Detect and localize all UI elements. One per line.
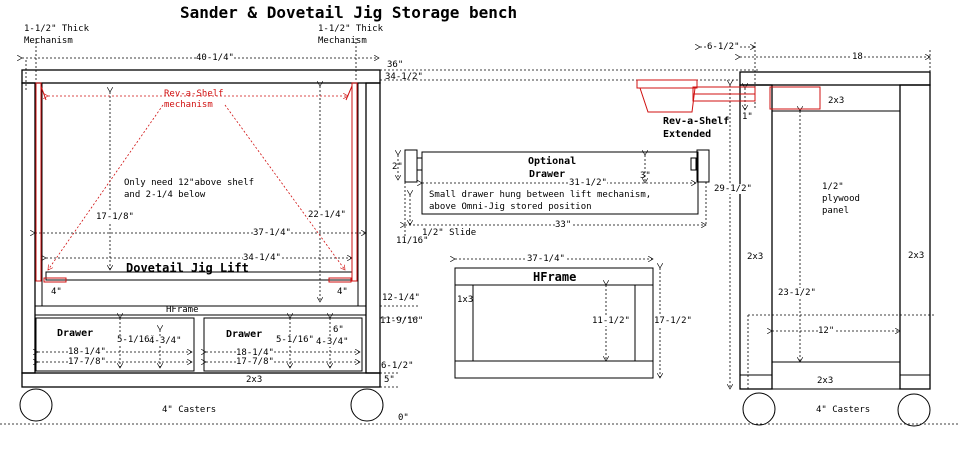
hframe-1x3-label: 1x3	[457, 295, 474, 305]
dim-4-left: 4"	[51, 287, 62, 297]
dim-side-18: 18	[852, 52, 863, 63]
rev-shelf-label-2: mechanism	[164, 100, 213, 110]
front-top	[21, 69, 381, 84]
casters-front-label: 4" Casters	[162, 405, 217, 415]
dim-side-1: 1"	[742, 112, 753, 122]
dim-11-16: 11/16"	[396, 236, 429, 246]
rev-shelf-label-1: Rev-a-Shelf	[164, 89, 224, 99]
dim-34-5: 34-1/2"	[385, 72, 423, 82]
front-bottom-2x3	[21, 372, 381, 388]
dim-12-1-4: 12-1/4"	[382, 293, 420, 303]
side-2x3-top-label: 2x3	[828, 96, 845, 106]
page-title: Sander & Dovetail Jig Storage bench	[180, 3, 518, 22]
dim-11-1-2: 11-1/2"	[592, 316, 630, 327]
slide-label: 1/2" Slide	[422, 228, 477, 238]
dim-17-1-2: 17-1/2"	[654, 316, 692, 327]
front-right-post	[365, 82, 381, 374]
dim-5-1-16-left: 5-1/16"	[117, 335, 155, 346]
small-drawer-note-2: above Omni-Jig stored position	[429, 202, 592, 212]
drawer-left-box	[35, 317, 195, 372]
dim-17-7-8-right: 17-7/8"	[236, 357, 274, 368]
drawer-right-box	[203, 317, 363, 372]
rev-shelf-right-arm	[351, 82, 358, 282]
small-drawer-note-1: Small drawer hung between lift mechanism…	[429, 190, 652, 200]
casters-side-label: 4" Casters	[816, 405, 871, 415]
dim-17-1-8: 17-1/8"	[96, 212, 134, 223]
dim-36: 36"	[387, 60, 404, 70]
thick-mech-left-label-2: Mechanism	[24, 36, 73, 46]
front-2x3-label: 2x3	[246, 375, 263, 385]
side-2x3-left-label: 2x3	[747, 252, 764, 262]
plywood-label-1: 1/2"	[822, 182, 844, 192]
only-need-note-2: and 2-1/4 below	[124, 190, 206, 200]
plywood-label-3: panel	[822, 206, 850, 216]
dim-34-1-4: 34-1/4"	[243, 253, 281, 264]
dim-5: 5"	[384, 375, 395, 385]
side-front-post	[739, 84, 773, 390]
thick-mech-left-label-1: 1-1/2" Thick	[24, 24, 90, 34]
dim-37-1-4: 37-1/4"	[253, 228, 291, 239]
dim-11-9-16: 11-9/16"	[380, 316, 424, 326]
drawer-right-label: Drawer	[226, 329, 263, 340]
dim-4-right: 4"	[337, 287, 348, 297]
side-top	[739, 71, 931, 86]
dim-5-1-16-right: 5-1/16"	[276, 335, 314, 346]
plywood-label-2: plywood	[822, 194, 860, 204]
thick-mech-right-label-2: Mechanism	[318, 36, 367, 46]
side-2x3-bottom-label: 2x3	[817, 376, 834, 386]
optional-drawer-label-1: Optional	[528, 156, 577, 167]
optional-drawer-right-post	[696, 149, 710, 183]
dim-33: 33"	[555, 220, 572, 231]
dim-18-1-4-left: 18-1/4"	[68, 347, 106, 358]
dim-zero: 0"	[398, 413, 409, 423]
side-back-post	[899, 84, 931, 390]
dim-side-12: 12"	[818, 326, 835, 337]
rev-shelf-left-arm	[35, 82, 42, 282]
rev-shelf-extended-label-2: Extended	[663, 129, 712, 140]
dim-3: 3"	[640, 171, 651, 181]
dim-4-3-4-right: 4-3/4"	[316, 337, 349, 348]
hframe-label: HFrame	[533, 270, 577, 284]
dim-hframe-37-1-4: 37-1/4"	[527, 254, 565, 265]
dim-side-23-1-2: 23-1/2"	[778, 288, 816, 299]
dim-22-1-4: 22-1/4"	[308, 210, 346, 221]
dovetail-lift-label: Dovetail Jig Lift	[126, 261, 249, 275]
dim-18-1-4-right: 18-1/4"	[236, 348, 274, 359]
optional-drawer-left-post	[404, 149, 418, 183]
caster-side-right	[897, 393, 931, 427]
caster-front-left	[19, 388, 53, 422]
dim-width-top: 40-1/4"	[196, 53, 234, 64]
caster-side-left	[742, 392, 776, 426]
optional-drawer-label-2: Drawer	[529, 169, 566, 180]
drawer-left-label: Drawer	[57, 328, 94, 339]
only-need-note-1: Only need 12"above shelf	[124, 178, 255, 188]
dim-6: 6"	[333, 325, 344, 335]
hframe-rail	[34, 305, 367, 316]
dim-side-29-1-2: 29-1/2"	[714, 184, 752, 195]
rev-shelf-extended	[636, 79, 698, 89]
front-left-post	[21, 82, 36, 374]
dim-4-3-4-left: 4-3/4"	[149, 336, 182, 347]
thick-mech-right-label-1: 1-1/2" Thick	[318, 24, 384, 34]
rev-shelf-extended-label-1: Rev-a-Shelf	[663, 116, 730, 127]
dim-side-6-1-2: 6-1/2"	[707, 42, 740, 53]
caster-front-right	[350, 388, 384, 422]
dim-2: 2"	[392, 162, 403, 172]
dim-6-1-2: 6-1/2"	[381, 361, 414, 371]
hframe-rail-label: HFrame	[166, 305, 199, 315]
dim-31-1-2: 31-1/2"	[569, 178, 607, 189]
side-2x3-right-label: 2x3	[908, 251, 925, 261]
dim-17-7-8-left: 17-7/8"	[68, 357, 106, 368]
